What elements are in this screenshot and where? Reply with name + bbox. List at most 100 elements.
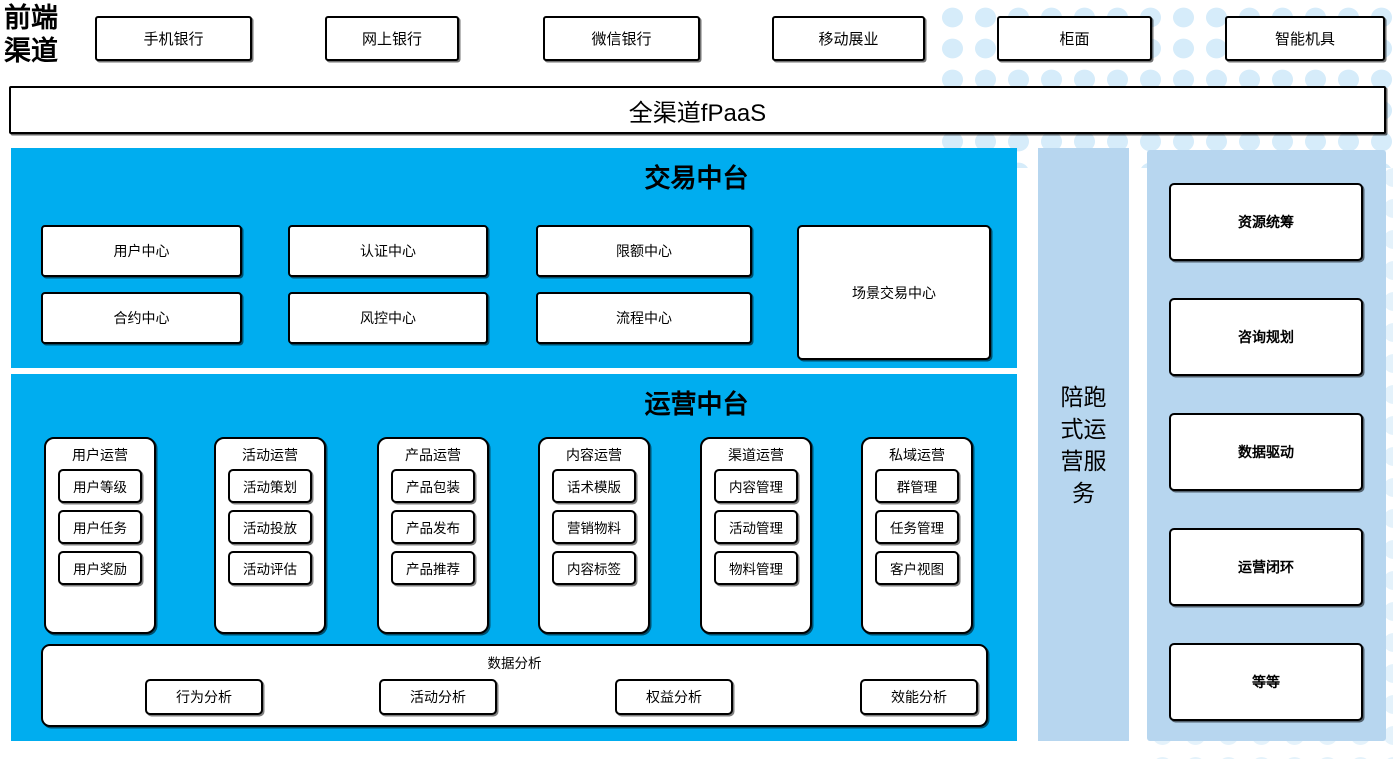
trade-tile-label: 流程中心 [616,310,672,326]
ops-column-title: 活动运营 [242,447,298,463]
ops-item-label: 活动评估 [243,562,297,577]
data-analysis-item-1[interactable]: 活动分析 [379,679,497,715]
capability-item-3[interactable]: 运营闭环 [1169,528,1363,606]
capability-item-0[interactable]: 资源统筹 [1169,183,1363,261]
ops-item-5-0[interactable]: 群管理 [875,469,959,503]
data-analysis-item-2[interactable]: 权益分析 [615,679,733,715]
ops-item-label: 话术模版 [567,480,621,495]
data-analysis-strip: 数据分析 行为分析 活动分析 权益分析 效能分析 [41,644,988,727]
channel-box-3[interactable]: 移动展业 [772,16,925,61]
accompanying-operation-service-label: 陪跑式运营服务 [1060,383,1107,506]
ops-item-5-1[interactable]: 任务管理 [875,510,959,544]
ops-item-label: 用户等级 [73,480,127,495]
ops-column-5: 私域运营群管理任务管理客户视图 [861,437,973,634]
accompanying-operation-service-column: 陪跑式运营服务 [1038,148,1129,741]
front-channel-label: 前端 渠道 [4,2,88,72]
scene-trade-center-tile[interactable]: 场景交易中心 [797,225,991,360]
ops-item-3-2[interactable]: 内容标签 [552,551,636,585]
ops-item-label: 用户任务 [73,521,127,536]
ops-item-2-1[interactable]: 产品发布 [391,510,475,544]
capability-item-label: 等等 [1252,674,1280,690]
ops-item-0-2[interactable]: 用户奖励 [58,551,142,585]
capability-item-label: 运营闭环 [1238,559,1294,575]
front-channel-label-line1: 前端 [4,3,58,33]
capability-item-label: 咨询规划 [1238,329,1294,345]
ops-column-4: 渠道运营内容管理活动管理物料管理 [700,437,812,634]
data-analysis-item-3[interactable]: 效能分析 [860,679,978,715]
data-analysis-title: 数据分析 [487,656,542,671]
trade-tile-label: 用户中心 [113,243,170,259]
ops-item-label: 用户奖励 [73,562,127,577]
channel-label: 微信银行 [591,31,652,48]
channel-label: 手机银行 [143,31,204,48]
trade-tile-0[interactable]: 用户中心 [41,225,242,277]
omnichannel-fpaas-bar[interactable]: 全渠道fPaaS [9,86,1386,134]
data-analysis-item-label: 权益分析 [646,689,702,705]
ops-item-label: 产品包装 [406,480,460,495]
trade-tile-3[interactable]: 合约中心 [41,292,242,344]
ops-item-label: 任务管理 [890,521,944,536]
ops-item-label: 群管理 [896,480,938,495]
ops-item-label: 产品发布 [406,521,460,536]
ops-item-2-2[interactable]: 产品推荐 [391,551,475,585]
ops-item-4-0[interactable]: 内容管理 [714,469,798,503]
ops-column-0: 用户运营用户等级用户任务用户奖励 [44,437,156,634]
ops-item-4-1[interactable]: 活动管理 [714,510,798,544]
ops-item-label: 活动策划 [243,480,297,495]
ops-column-3: 内容运营话术模版营销物料内容标签 [538,437,650,634]
capability-item-label: 资源统筹 [1238,214,1294,230]
trade-tile-label: 认证中心 [360,243,416,259]
trade-tile-label: 风控中心 [360,310,416,326]
ops-item-label: 内容标签 [567,562,621,577]
trade-tile-5[interactable]: 流程中心 [536,292,752,344]
channel-box-0[interactable]: 手机银行 [95,16,252,61]
ops-item-label: 客户视图 [890,562,944,577]
scene-trade-center-label: 场景交易中心 [852,284,936,301]
trade-tile-label: 合约中心 [113,310,170,326]
capability-item-4[interactable]: 等等 [1169,643,1363,721]
ops-column-title: 私域运营 [889,447,945,463]
channel-label: 柜面 [1059,31,1090,48]
data-analysis-item-label: 活动分析 [410,689,466,705]
ops-center-title: 运营中台 [644,389,749,419]
ops-item-label: 营销物料 [567,521,621,536]
ops-column-title: 渠道运营 [728,447,784,463]
data-analysis-item-label: 行为分析 [176,689,232,705]
channel-label: 网上银行 [361,31,422,48]
ops-item-label: 活动投放 [243,521,297,536]
ops-item-0-1[interactable]: 用户任务 [58,510,142,544]
capability-panel: 资源统筹咨询规划数据驱动运营闭环等等 [1147,150,1386,741]
ops-column-title: 内容运营 [566,447,622,463]
ops-item-4-2[interactable]: 物料管理 [714,551,798,585]
data-analysis-item-0[interactable]: 行为分析 [145,679,263,715]
ops-item-1-1[interactable]: 活动投放 [228,510,312,544]
channel-label: 智能机具 [1274,31,1335,48]
capability-item-1[interactable]: 咨询规划 [1169,298,1363,376]
channel-box-1[interactable]: 网上银行 [325,16,459,61]
capability-item-2[interactable]: 数据驱动 [1169,413,1363,491]
ops-item-label: 活动管理 [729,521,783,536]
channel-box-2[interactable]: 微信银行 [543,16,700,61]
ops-item-3-0[interactable]: 话术模版 [552,469,636,503]
channel-box-4[interactable]: 柜面 [997,16,1152,61]
ops-item-1-2[interactable]: 活动评估 [228,551,312,585]
ops-column-2: 产品运营产品包装产品发布产品推荐 [377,437,489,634]
trade-tile-label: 限额中心 [616,243,672,259]
ops-item-1-0[interactable]: 活动策划 [228,469,312,503]
channel-box-5[interactable]: 智能机具 [1225,16,1385,61]
trade-tile-2[interactable]: 限额中心 [536,225,752,277]
ops-item-label: 物料管理 [729,562,783,577]
ops-item-label: 内容管理 [729,480,783,495]
trade-tile-1[interactable]: 认证中心 [288,225,488,277]
ops-item-5-2[interactable]: 客户视图 [875,551,959,585]
ops-item-3-1[interactable]: 营销物料 [552,510,636,544]
ops-item-0-0[interactable]: 用户等级 [58,469,142,503]
ops-item-label: 产品推荐 [406,562,460,577]
front-channel-label-line2: 渠道 [4,36,58,66]
trade-center-title: 交易中台 [644,163,749,193]
ops-item-2-0[interactable]: 产品包装 [391,469,475,503]
trade-tile-4[interactable]: 风控中心 [288,292,488,344]
ops-column-1: 活动运营活动策划活动投放活动评估 [214,437,326,634]
omnichannel-fpaas-label: 全渠道fPaaS [628,99,767,127]
